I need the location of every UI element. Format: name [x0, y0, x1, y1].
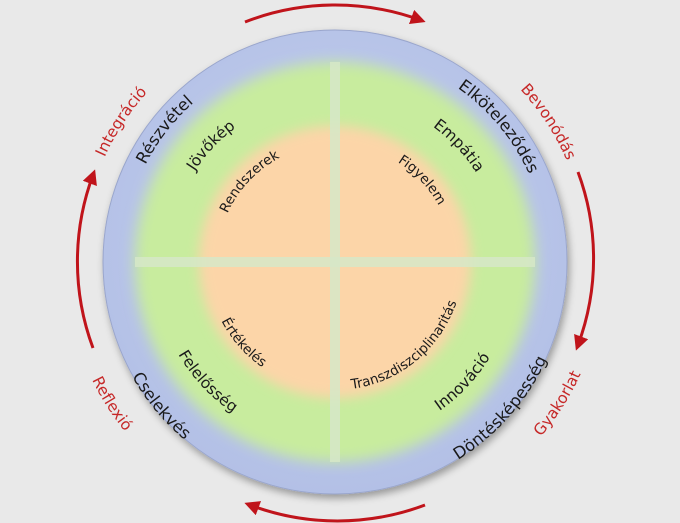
arrow-right [574, 171, 596, 351]
diagram-disc [102, 29, 568, 495]
divider-horizontal [135, 257, 535, 267]
cycle-arrows [75, 3, 596, 523]
label-reflexio: Reflexió [88, 373, 136, 434]
arrow-top [244, 3, 426, 24]
arrow-left [75, 169, 97, 349]
arrow-bottom [244, 501, 426, 523]
